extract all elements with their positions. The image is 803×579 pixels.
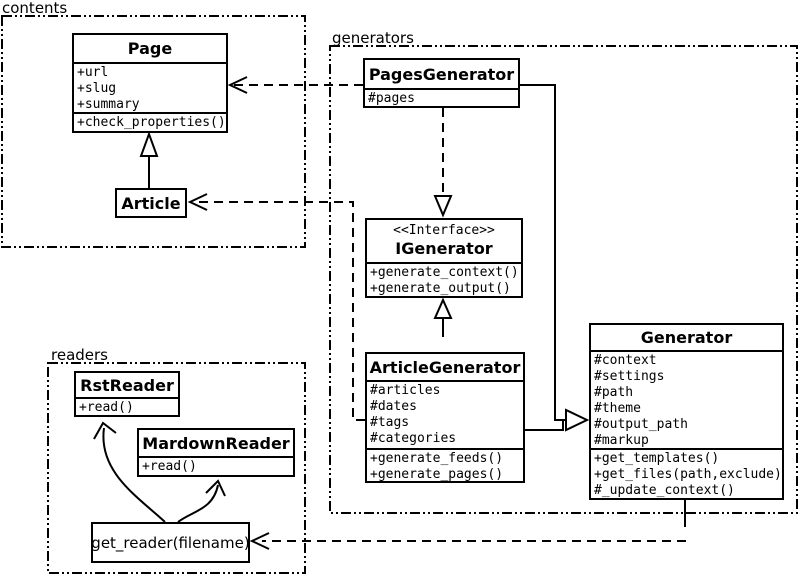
getreader-to-rstreader-arrow	[102, 427, 166, 523]
attribute: #categories	[370, 431, 457, 446]
class-article: Article	[115, 188, 187, 218]
attribute: #theme	[594, 401, 641, 416]
class-articlegenerator-attributes: #articles #dates #tags #categories	[367, 380, 523, 448]
attribute: +url	[77, 65, 109, 80]
articlegenerator-to-article-dependency	[194, 201, 365, 421]
method: +generate_context()	[370, 265, 519, 280]
attribute: #context	[594, 353, 657, 368]
class-pagesgenerator-attributes: #pages	[365, 88, 518, 106]
articlegenerator-to-generator-inheritance	[525, 420, 564, 431]
class-page-attributes: +url +slug +summary	[74, 62, 226, 112]
class-generator-methods: +get_templates() +get_files(path,exclude…	[591, 448, 782, 498]
attribute: #output_path	[594, 417, 688, 432]
class-igenerator-methods: +generate_context() +generate_output()	[367, 262, 521, 296]
class-generator-title: Generator	[640, 328, 733, 347]
class-generator-attributes: #context #settings #path #theme #output_…	[591, 350, 782, 448]
pagesgenerator-to-page-arrowhead	[227, 76, 248, 94]
attribute: #pages	[368, 91, 415, 106]
class-igenerator: <<Interface>> IGenerator +generate_conte…	[365, 218, 523, 298]
contents-package-border	[1, 15, 306, 248]
method: +check_properties()	[77, 115, 226, 130]
method: +generate_feeds()	[370, 451, 504, 466]
article-to-page-inheritance-triangle	[139, 131, 159, 157]
method: +generate_output()	[370, 281, 511, 296]
class-igenerator-header: <<Interface>> IGenerator	[367, 220, 521, 262]
readers-package-label: readers	[51, 346, 108, 364]
attribute: #path	[594, 385, 634, 400]
method: +read()	[142, 459, 197, 474]
class-articlegenerator-methods: +generate_feeds() +generate_pages()	[367, 448, 523, 481]
generator-to-getreader-arrowhead	[249, 532, 270, 550]
class-mardownreader: MardownReader +read()	[137, 428, 295, 477]
method: +get_files(path,exclude)	[594, 467, 782, 482]
method: +get_templates()	[594, 451, 720, 466]
method: +generate_pages()	[370, 467, 504, 481]
articlegenerator-to-article-arrowhead	[187, 193, 208, 211]
attribute: #settings	[594, 369, 665, 384]
class-rstreader: RstReader +read()	[74, 371, 180, 417]
class-rstreader-title: RstReader	[80, 375, 174, 395]
getreader-to-mardownreader-arrow	[177, 484, 219, 523]
attribute: #markup	[594, 433, 649, 448]
class-page-methods: +check_properties()	[74, 112, 226, 131]
class-igenerator-title: IGenerator	[395, 239, 493, 258]
class-generator: Generator #context #settings #path #them…	[589, 323, 784, 500]
generator-inheritance-triangle	[565, 408, 590, 432]
articlegenerator-to-igenerator-triangle	[433, 297, 453, 319]
getreader-to-rstreader-arrowhead	[93, 421, 117, 440]
class-pagesgenerator: PagesGenerator #pages	[363, 58, 520, 108]
interface-stereotype: <<Interface>>	[393, 223, 495, 238]
pagesgenerator-to-generator-inheritance	[520, 84, 566, 421]
class-pagesgenerator-title: PagesGenerator	[368, 64, 515, 84]
class-article-title: Article	[121, 193, 181, 213]
attribute: #articles	[370, 383, 441, 398]
getreader-to-mardownreader-arrowhead	[205, 479, 226, 497]
pagesgenerator-to-igenerator-triangle	[433, 195, 453, 218]
class-articlegenerator-title: ArticleGenerator	[369, 357, 521, 377]
method: #_update_context()	[594, 483, 735, 498]
attribute: #dates	[370, 399, 417, 414]
get-reader-label: get_reader(filename)	[91, 533, 250, 552]
class-page: Page +url +slug +summary +check_properti…	[72, 33, 228, 133]
attribute: +slug	[77, 81, 117, 96]
class-mardownreader-methods: +read()	[139, 456, 293, 475]
generators-package-border	[329, 45, 798, 514]
generators-package-label: generators	[332, 29, 414, 47]
class-page-title: Page	[127, 39, 173, 58]
attribute: #tags	[370, 415, 410, 430]
readers-package-border	[47, 362, 306, 574]
method: +read()	[79, 400, 134, 415]
get-reader-function-box: get_reader(filename)	[91, 522, 250, 563]
class-rstreader-methods: +read()	[76, 397, 178, 415]
class-mardownreader-title: MardownReader	[142, 433, 290, 453]
attribute: +summary	[77, 97, 140, 112]
class-articlegenerator: ArticleGenerator #articles #dates #tags …	[365, 352, 525, 483]
contents-package-label: contents	[2, 0, 68, 17]
